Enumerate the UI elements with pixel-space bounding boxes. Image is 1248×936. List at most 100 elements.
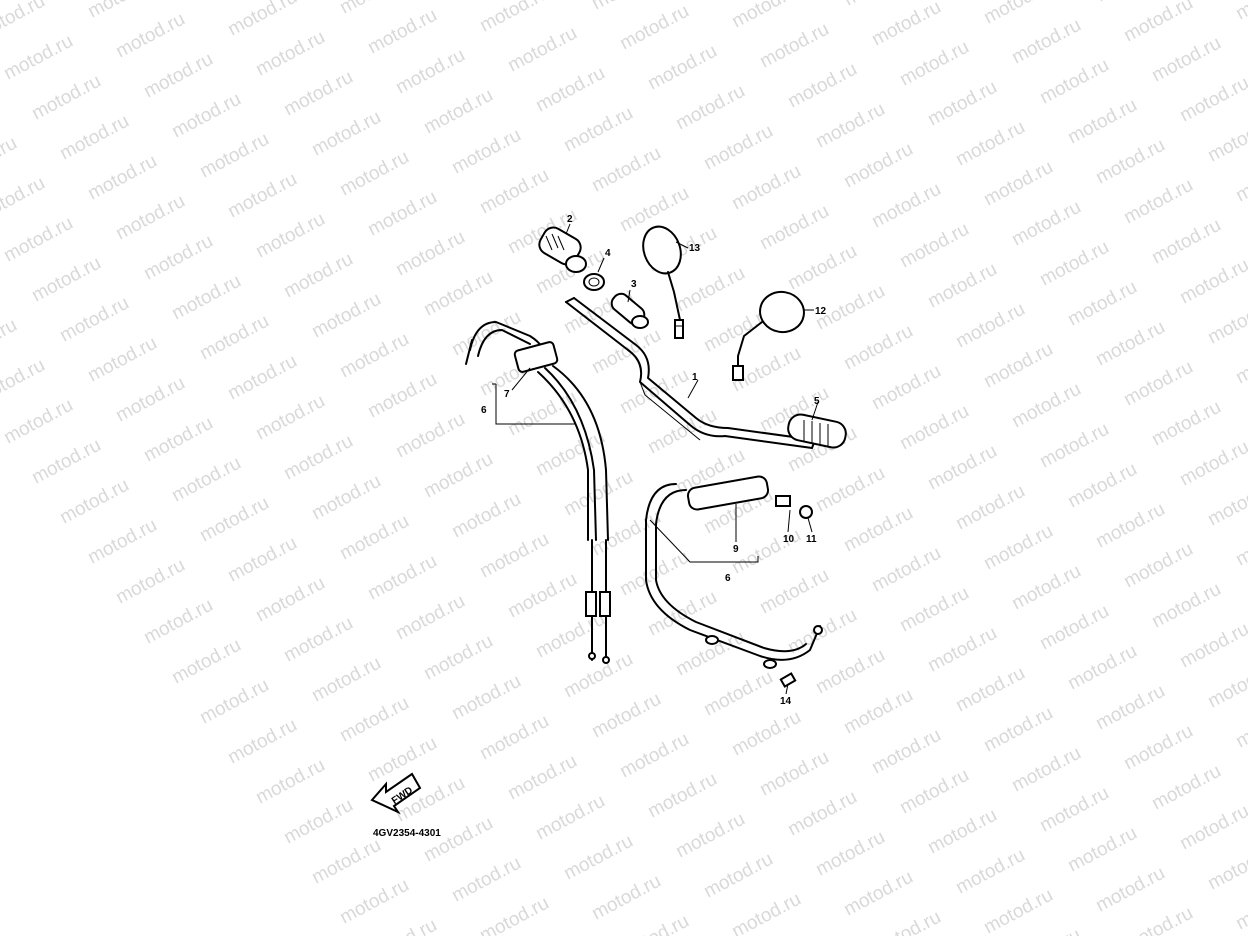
callout-6-left: 6 [481,405,487,416]
callout-4: 4 [605,248,611,259]
watermark-text: motod.ru [896,37,972,91]
watermark-text: motod.ru [1064,95,1140,149]
watermark-text: motod.ru [196,129,272,183]
watermark-text: motod.ru [588,325,664,379]
watermark-text: motod.ru [896,219,972,273]
watermark-text: motod.ru [1204,113,1248,167]
watermark-text: motod.ru [1176,437,1248,491]
watermark-text: motod.ru [560,467,636,521]
watermark-text: motod.ru [1092,135,1168,189]
watermark-text: motod.ru [364,5,440,59]
callout-12: 12 [815,306,827,317]
watermark-text: motod.ru [700,121,776,175]
watermark-text: motod.ru [1036,55,1112,109]
callout-3: 3 [631,279,637,290]
watermark-text: motod.ru [420,85,496,139]
watermark-text: motod.ru [560,831,636,885]
watermark-text: motod.ru [616,365,692,419]
watermark-text: motod.ru [1232,881,1248,935]
watermark-text: motod.ru [840,867,916,921]
watermark-text: motod.ru [1204,295,1248,349]
watermark-text: motod.ru [1036,783,1112,837]
watermark-text: motod.ru [1148,33,1224,87]
watermark-text: motod.ru [364,915,440,936]
watermark-text: motod.ru [476,165,552,219]
watermark-text: motod.ru [784,59,860,113]
watermark-text: motod.ru [308,107,384,161]
watermark-text: motod.ru [224,0,300,40]
watermark-text: motod.ru [308,471,384,525]
watermark-text: motod.ru [308,653,384,707]
watermark-text: motod.ru [112,9,188,63]
watermark-text: motod.ru [896,765,972,819]
watermark-text: motod.ru [672,627,748,681]
watermark-text: motod.ru [1092,0,1168,6]
watermark-text: motod.ru [420,449,496,503]
callout-6-right: 6 [725,573,731,584]
washer [583,273,605,291]
watermark-text: motod.ru [588,143,664,197]
watermark-text: motod.ru [1036,419,1112,473]
clutch-cable [645,475,823,688]
watermark-text: motod.ru [644,405,720,459]
watermark-text: motod.ru [252,391,328,445]
watermark-text: motod.ru [0,31,76,85]
watermark-text: motod.ru [924,77,1000,131]
watermark-text: motod.ru [1148,397,1224,451]
watermark-text: motod.ru [392,45,468,99]
watermark-text: motod.ru [420,631,496,685]
watermark-text: motod.ru [980,885,1056,936]
watermark-text: motod.ru [896,583,972,637]
watermark-text: motod.ru [504,23,580,77]
watermark-text: motod.ru [1008,379,1084,433]
watermark-text: motod.ru [196,493,272,547]
watermark-text: motod.ru [1232,0,1248,24]
watermark-text: motod.ru [868,907,944,936]
watermark-text: motod.ru [1092,499,1168,553]
watermark-text: motod.ru [560,103,636,157]
watermark-text: motod.ru [840,321,916,375]
watermark-text: motod.ru [1176,73,1248,127]
watermark-text: motod.ru [1148,215,1224,269]
leader-lines [492,223,819,695]
watermark-text: motod.ru [560,649,636,703]
watermark-text: motod.ru [980,703,1056,757]
watermark-text: motod.ru [336,875,412,929]
watermark-text: motod.ru [952,663,1028,717]
watermark-text: motod.ru [840,139,916,193]
watermark-text: motod.ru [252,209,328,263]
watermark-text: motod.ru [1120,721,1196,775]
watermark-text: motod.ru [1232,517,1248,571]
watermark-text: motod.ru [1064,823,1140,877]
watermark-text: motod.ru [672,81,748,135]
watermark-text: motod.ru [1176,801,1248,855]
watermark-text: motod.ru [336,147,412,201]
callout-7: 7 [504,389,510,400]
watermark-text: motod.ru [1176,619,1248,673]
watermark-text: motod.ru [840,503,916,557]
watermark-text: motod.ru [140,49,216,103]
watermark-text: motod.ru [700,849,776,903]
watermark-text: motod.ru [980,339,1056,393]
watermark-text: motod.ru [924,623,1000,677]
watermark-text: motod.ru [532,63,608,117]
watermark-text: motod.ru [1008,925,1084,936]
watermark-text: motod.ru [392,227,468,281]
watermark-text: motod.ru [1232,699,1248,753]
watermark-text: motod.ru [364,733,440,787]
watermark-text: motod.ru [868,0,944,50]
watermark-text: motod.ru [252,755,328,809]
watermark-text: motod.ru [476,0,552,36]
watermark-text: motod.ru [168,271,244,325]
watermark-text: motod.ru [1120,357,1196,411]
watermark-text: motod.ru [1232,335,1248,389]
watermark-text: motod.ru [644,769,720,823]
watermark-text: motod.ru [1176,255,1248,309]
watermark-text: motod.ru [952,117,1028,171]
watermark-text: motod.ru [700,667,776,721]
watermark-text: motod.ru [392,409,468,463]
callout-labels: 1 2 3 4 5 6 6 7 9 10 11 12 13 14 [481,214,827,707]
watermark-text: motod.ru [504,751,580,805]
watermark-text: motod.ru [252,27,328,81]
